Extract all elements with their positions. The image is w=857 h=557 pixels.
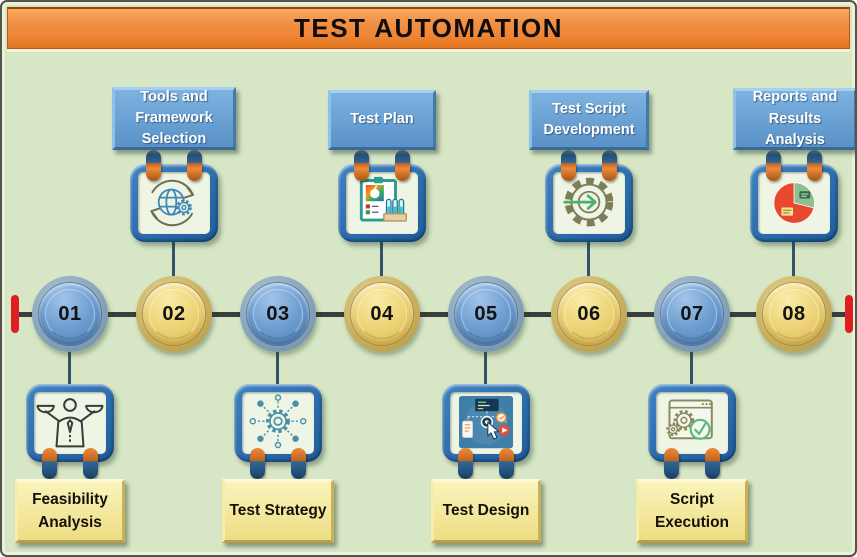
pin-icon xyxy=(766,150,781,181)
icon-frame-step-08 xyxy=(750,164,838,242)
pin-icon xyxy=(705,448,720,479)
connector-step-08 xyxy=(792,242,795,278)
connector-step-01 xyxy=(68,350,71,386)
page-title: TEST AUTOMATION xyxy=(293,13,563,43)
step-label-feasibility-analysis: Feasibility Analysis xyxy=(15,479,125,543)
pin-icon xyxy=(187,150,202,181)
step-label-reports-results-analysis: Reports and Results Analysis xyxy=(733,88,855,150)
pin-icon xyxy=(146,150,161,181)
pin-icon xyxy=(664,448,679,479)
timeline-end-cap xyxy=(845,295,853,333)
pin-icon xyxy=(42,448,57,479)
connector-step-05 xyxy=(484,350,487,386)
step-label-tools-framework-selection: Tools and Framework Selection xyxy=(112,87,236,150)
test-plan-board-icon xyxy=(359,176,407,222)
icon-frame-step-02 xyxy=(130,164,218,242)
timeline-node-03: 03 xyxy=(240,276,316,352)
timeline-node-01: 01 xyxy=(32,276,108,352)
timeline-node-02: 02 xyxy=(136,276,212,352)
globe-gear-refresh-icon xyxy=(150,179,194,227)
connector-step-02 xyxy=(172,242,175,278)
node-number-01: 01 xyxy=(58,302,82,325)
browser-gears-check-icon xyxy=(666,399,713,440)
gear-forward-arrow-icon xyxy=(563,177,614,227)
icon-frame-step-07 xyxy=(648,384,736,462)
pin-icon xyxy=(395,150,410,181)
icon-frame-step-01 xyxy=(26,384,114,462)
step-label-test-strategy: Test Strategy xyxy=(222,479,334,543)
step-label-test-plan: Test Plan xyxy=(328,90,436,150)
pin-icon xyxy=(83,448,98,479)
connector-step-04 xyxy=(380,242,383,278)
timeline-start-cap xyxy=(11,295,19,333)
node-number-02: 02 xyxy=(162,302,186,325)
timeline-node-04: 04 xyxy=(344,276,420,352)
icon-frame-step-05 xyxy=(442,384,530,462)
pin-icon xyxy=(499,448,514,479)
node-number-04: 04 xyxy=(370,302,394,325)
step-label-test-design: Test Design xyxy=(431,479,541,543)
node-number-03: 03 xyxy=(266,302,290,325)
step-label-test-script-development: Test Script Development xyxy=(529,90,649,150)
gear-network-icon xyxy=(249,394,307,449)
pin-icon xyxy=(354,150,369,181)
person-balance-icon xyxy=(36,398,104,448)
pin-icon xyxy=(602,150,617,181)
icon-frame-step-03 xyxy=(234,384,322,462)
ui-design-hand-icon xyxy=(459,396,513,449)
node-number-08: 08 xyxy=(782,302,806,325)
pin-icon xyxy=(458,448,473,479)
pin-icon xyxy=(250,448,265,479)
icon-frame-step-04 xyxy=(338,164,426,242)
pin-icon xyxy=(561,150,576,181)
connector-step-07 xyxy=(690,350,693,386)
timeline-line xyxy=(15,312,846,317)
step-label-script-execution: Script Execution xyxy=(636,479,748,543)
pin-icon xyxy=(291,448,306,479)
connector-step-03 xyxy=(276,350,279,386)
header-bar: TEST AUTOMATION xyxy=(7,7,850,49)
connector-step-06 xyxy=(587,242,590,278)
timeline-node-05: 05 xyxy=(448,276,524,352)
pie-chart-icon xyxy=(773,182,815,224)
node-number-06: 06 xyxy=(577,302,601,325)
icon-frame-step-06 xyxy=(545,164,633,242)
timeline-node-07: 07 xyxy=(654,276,730,352)
node-number-07: 07 xyxy=(680,302,704,325)
timeline-node-06: 06 xyxy=(551,276,627,352)
timeline-node-08: 08 xyxy=(756,276,832,352)
node-number-05: 05 xyxy=(474,302,498,325)
pin-icon xyxy=(807,150,822,181)
